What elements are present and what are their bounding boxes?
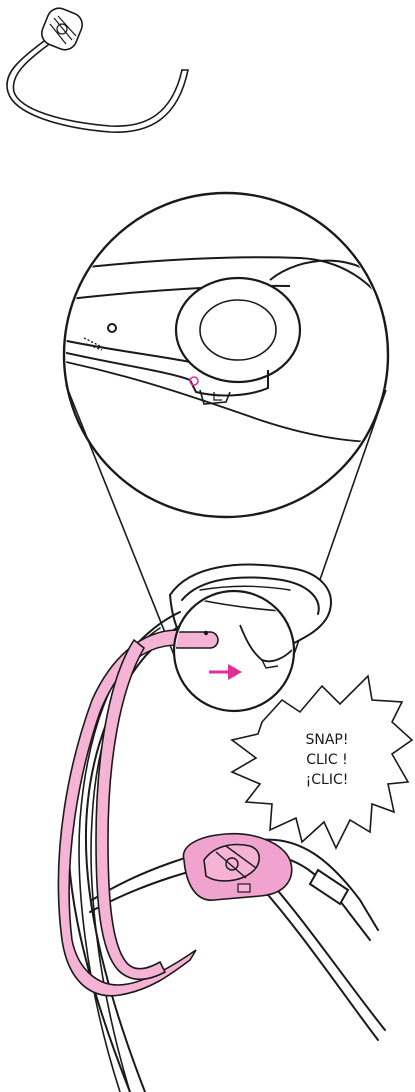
wire-end-piece-icon (38, 5, 86, 54)
snap-text-french: CLIC ! (282, 750, 372, 770)
magnifier-lens-icon (60, 193, 400, 517)
snap-text-english: SNAP! (282, 730, 372, 750)
snap-text-spanish: ¡CLIC! (282, 770, 372, 790)
headband-wire-icon (7, 38, 188, 132)
pink-clip-icon (183, 834, 291, 900)
attachment-detail-circle (170, 591, 296, 711)
